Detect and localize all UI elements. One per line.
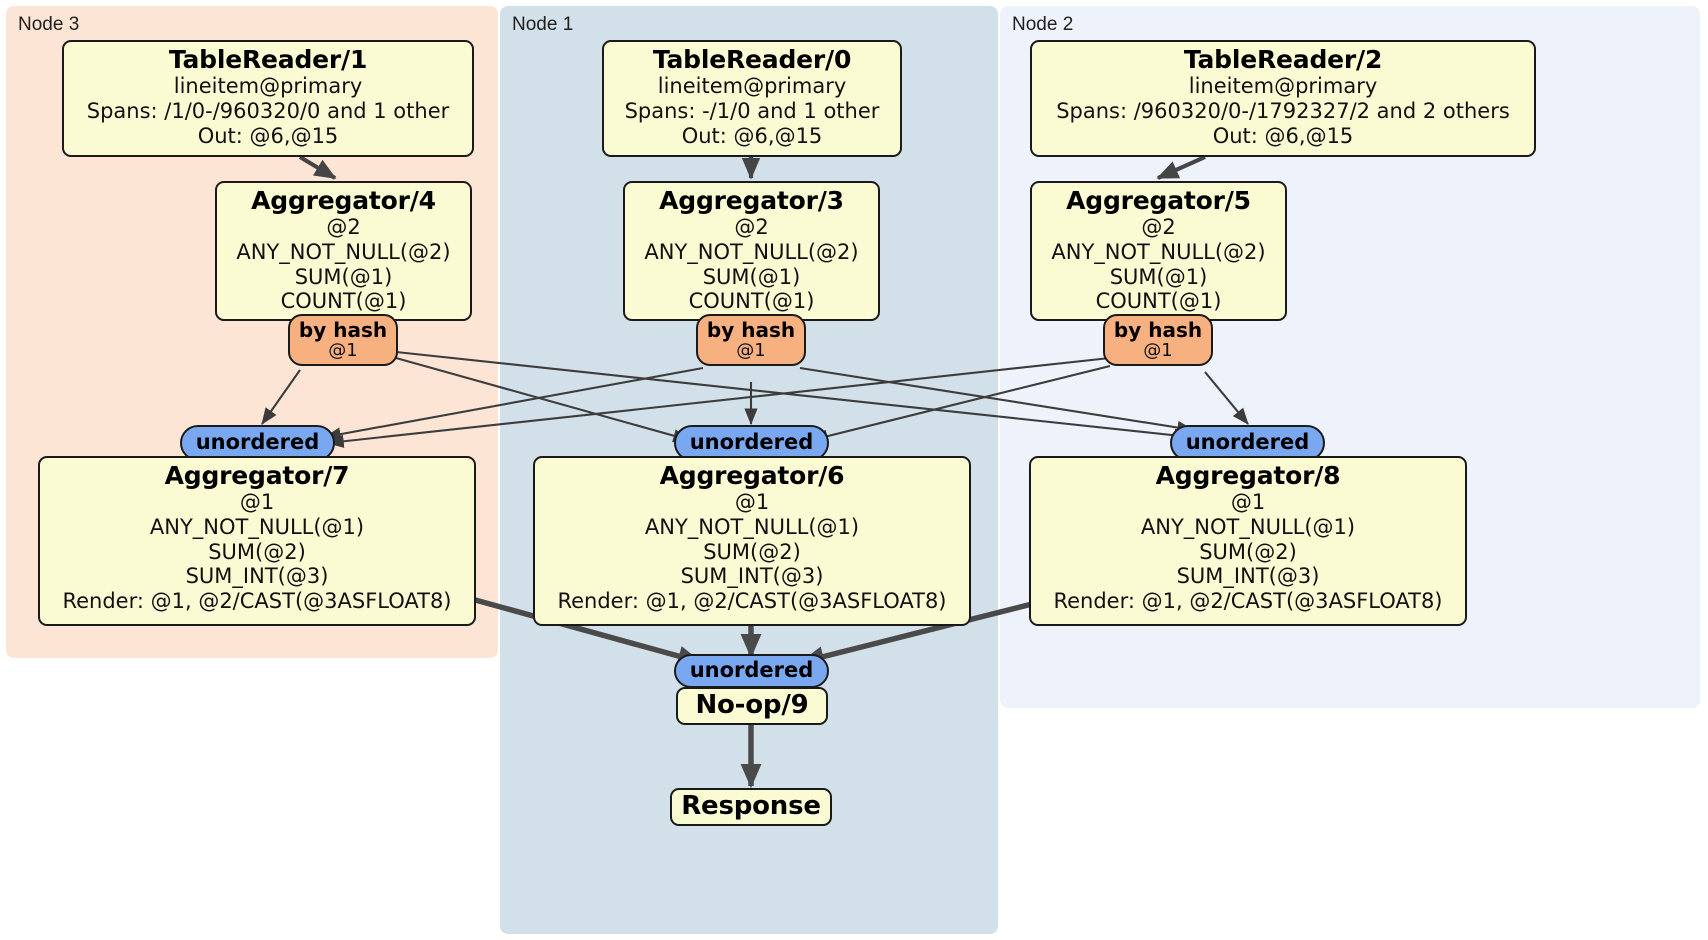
router-unordered-left[interactable]: unordered — [180, 425, 335, 461]
processor-detail-line: lineitem@primary — [173, 74, 363, 98]
processor-detail-line: SUM(@2) — [208, 539, 306, 564]
processor-table-reader-2[interactable]: TableReader/2 lineitem@primary Spans: /9… — [1030, 40, 1536, 157]
processor-title: Aggregator/6 — [659, 461, 845, 490]
processor-detail-line: ANY_NOT_NULL(@2) — [1051, 239, 1266, 264]
router-label: unordered — [195, 430, 320, 455]
processor-title: Aggregator/7 — [164, 461, 350, 490]
processor-detail-line: ANY_NOT_NULL(@1) — [1140, 514, 1356, 539]
processor-table-reader-0[interactable]: TableReader/0 lineitem@primary Spans: -/… — [602, 40, 902, 157]
processor-detail-line: @1 — [239, 490, 275, 514]
processor-detail-line: SUM(@2) — [1199, 539, 1297, 564]
processor-detail-line: @2 — [326, 215, 361, 239]
processor-detail-line: lineitem@primary — [1188, 74, 1378, 98]
processor-aggregator-7[interactable]: Aggregator/7 @1 ANY_NOT_NULL(@1) SUM(@2)… — [38, 456, 476, 626]
router-unordered-mid[interactable]: unordered — [674, 425, 829, 461]
processor-aggregator-4[interactable]: Aggregator/4 @2 ANY_NOT_NULL(@2) SUM(@1)… — [215, 181, 472, 321]
processor-detail-line: COUNT(@1) — [688, 289, 815, 314]
processor-detail-line: lineitem@primary — [657, 74, 847, 98]
processor-detail-line: Spans: /960320/0-/1792327/2 and 2 others — [1056, 98, 1510, 123]
processor-detail-line: @2 — [1141, 215, 1176, 239]
processor-detail-line: Out: @6,@15 — [1212, 123, 1354, 148]
router-label: by hash — [706, 318, 796, 343]
processor-noop-9[interactable]: No-op/9 — [676, 687, 828, 725]
node-region-label-node2: Node 2 — [1012, 14, 1074, 35]
processor-title: Aggregator/8 — [1155, 461, 1341, 490]
router-label: unordered — [1185, 430, 1310, 455]
processor-detail-line: Out: @6,@15 — [197, 123, 339, 148]
processor-detail-line: @1 — [1230, 490, 1266, 514]
router-label: unordered — [689, 658, 814, 683]
processor-detail-line: COUNT(@1) — [1095, 289, 1222, 314]
router-sublabel: @1 — [1143, 340, 1173, 362]
processor-detail-line: @1 — [734, 490, 770, 514]
router-label: unordered — [689, 430, 814, 455]
processor-detail-line: SUM(@1) — [1109, 264, 1208, 289]
processor-title: Aggregator/3 — [659, 186, 844, 215]
processor-detail-line: COUNT(@1) — [280, 289, 407, 314]
processor-aggregator-6[interactable]: Aggregator/6 @1 ANY_NOT_NULL(@1) SUM(@2)… — [533, 456, 971, 626]
processor-detail-line: SUM(@1) — [294, 264, 393, 289]
processor-detail-line: SUM_INT(@3) — [680, 564, 824, 589]
node-region-label-node3: Node 3 — [18, 14, 80, 35]
processor-detail-line: SUM_INT(@3) — [1176, 564, 1320, 589]
node-region-label-node1: Node 1 — [512, 14, 574, 35]
processor-detail-line: Spans: /1/0-/960320/0 and 1 other — [86, 98, 450, 123]
router-sublabel: @1 — [736, 340, 766, 362]
processor-title: No-op/9 — [695, 690, 809, 721]
processor-table-reader-1[interactable]: TableReader/1 lineitem@primary Spans: /1… — [62, 40, 474, 157]
processor-detail-line: SUM_INT(@3) — [185, 564, 329, 589]
processor-detail-line: ANY_NOT_NULL(@2) — [644, 239, 859, 264]
processor-response[interactable]: Response — [670, 788, 832, 826]
processor-detail-line: SUM(@1) — [702, 264, 801, 289]
processor-detail-line: Out: @6,@15 — [681, 123, 823, 148]
processor-title: Response — [681, 791, 821, 822]
processor-title: Aggregator/5 — [1066, 186, 1251, 215]
processor-aggregator-5[interactable]: Aggregator/5 @2 ANY_NOT_NULL(@2) SUM(@1)… — [1030, 181, 1287, 321]
processor-title: TableReader/0 — [652, 45, 852, 74]
router-label: by hash — [298, 318, 388, 343]
processor-detail-line: ANY_NOT_NULL(@2) — [236, 239, 451, 264]
processor-render-line: Render: @1, @2/CAST(@3ASFLOAT8) — [1053, 589, 1443, 614]
processor-title: TableReader/1 — [168, 45, 368, 74]
processor-detail-line: @2 — [734, 215, 769, 239]
processor-detail-line: ANY_NOT_NULL(@1) — [149, 514, 365, 539]
router-unordered-final[interactable]: unordered — [674, 654, 829, 688]
processor-detail-line: ANY_NOT_NULL(@1) — [644, 514, 860, 539]
processor-detail-line: Spans: -/1/0 and 1 other — [624, 98, 880, 123]
router-sublabel: @1 — [328, 340, 358, 362]
processor-title: TableReader/2 — [1183, 45, 1383, 74]
processor-detail-line: SUM(@2) — [703, 539, 801, 564]
router-by-hash-mid[interactable]: by hash @1 — [696, 314, 806, 366]
router-by-hash-right[interactable]: by hash @1 — [1103, 314, 1213, 366]
processor-aggregator-8[interactable]: Aggregator/8 @1 ANY_NOT_NULL(@1) SUM(@2)… — [1029, 456, 1467, 626]
router-label: by hash — [1113, 318, 1203, 343]
processor-render-line: Render: @1, @2/CAST(@3ASFLOAT8) — [62, 589, 452, 614]
processor-title: Aggregator/4 — [251, 186, 436, 215]
processor-render-line: Render: @1, @2/CAST(@3ASFLOAT8) — [557, 589, 947, 614]
router-by-hash-left[interactable]: by hash @1 — [288, 314, 398, 366]
processor-aggregator-3[interactable]: Aggregator/3 @2 ANY_NOT_NULL(@2) SUM(@1)… — [623, 181, 880, 321]
